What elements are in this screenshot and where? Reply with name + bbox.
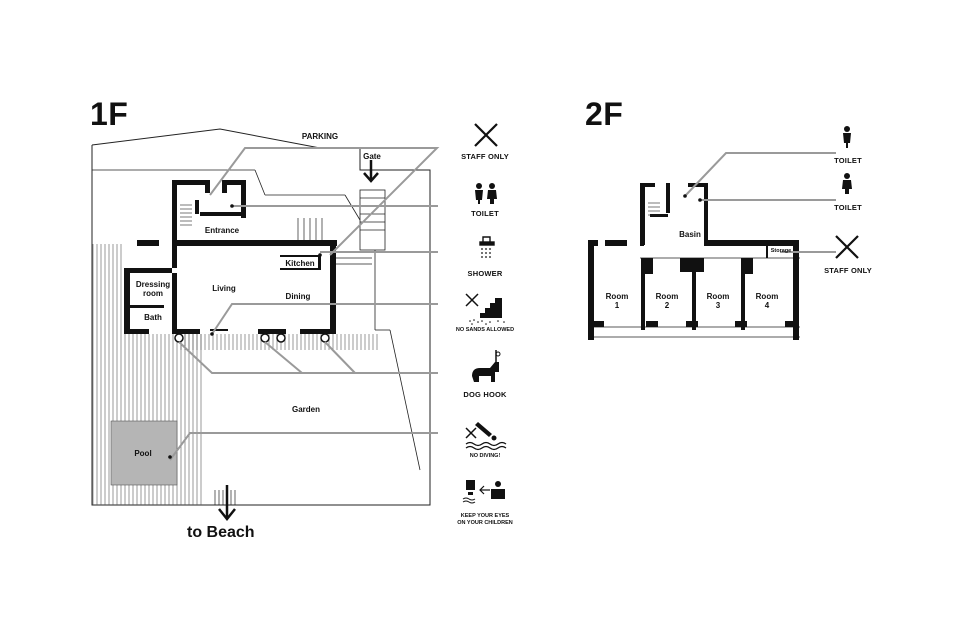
gate-arrow-icon — [363, 160, 379, 183]
label-dressing-room: Dressing room — [135, 280, 171, 299]
label-room-4: Room 4 — [755, 292, 779, 311]
label-living: Living — [212, 284, 236, 293]
label-bath: Bath — [144, 313, 162, 322]
legend-icons-1f — [462, 123, 507, 504]
leader-lines-1f — [169, 147, 440, 461]
label-storage: Storage — [770, 248, 792, 254]
no-diving-icon — [465, 422, 507, 451]
legend-2f-label-toilet-1: TOILET — [834, 156, 862, 165]
legend-label-watch-children: KEEP YOUR EYES ON YOUR CHILDREN — [457, 513, 513, 526]
floor-title-1f: 1F — [90, 96, 129, 132]
legend-label-no-diving: NO DIVING! — [469, 453, 501, 459]
label-parking: PARKING — [301, 132, 339, 141]
label-pool: Pool — [134, 449, 152, 458]
dog-hook-icon — [472, 350, 501, 382]
legend-label-shower: SHOWER — [467, 269, 503, 278]
toilet-icon — [843, 126, 851, 148]
dog-hook-markers — [174, 333, 330, 343]
entrance-stairs — [297, 218, 323, 242]
2f-walls — [588, 183, 799, 340]
staff-only-icon — [474, 123, 498, 147]
label-entrance: Entrance — [204, 226, 240, 235]
legend-label-toilet: TOILET — [471, 209, 499, 218]
staff-only-icon — [835, 235, 859, 259]
label-dining: Dining — [285, 292, 311, 301]
main-house-walls — [124, 240, 337, 334]
label-gate: Gate — [363, 152, 381, 161]
legend-2f-label-toilet-2: TOILET — [834, 203, 862, 212]
label-basin: Basin — [679, 230, 701, 239]
site-outline — [91, 128, 431, 506]
legend-label-dog-hook: DOG HOOK — [463, 390, 507, 399]
to-beach-arrow-icon — [218, 485, 236, 522]
watch-children-icon — [462, 480, 505, 504]
shower-icon — [479, 236, 495, 258]
no-sands-icon — [465, 293, 505, 325]
label-room-3: Room 3 — [706, 292, 730, 311]
floor-title-2f: 2F — [585, 96, 624, 132]
legend-label-staff-only: STAFF ONLY — [461, 152, 509, 161]
pool — [110, 420, 178, 486]
toilet-icon — [842, 173, 852, 194]
leader-lines-2f — [684, 152, 836, 253]
toilet-icon — [475, 183, 497, 204]
label-room-1: Room 1 — [605, 292, 629, 311]
legend-label-no-sands: NO SANDS ALLOWED — [455, 327, 515, 333]
label-garden: Garden — [291, 405, 320, 414]
label-room-2: Room 2 — [655, 292, 679, 311]
legend-icons-2f — [835, 126, 859, 259]
entrance-walls — [172, 180, 246, 244]
label-to-beach: to Beach — [187, 524, 255, 541]
label-kitchen: Kitchen — [285, 259, 315, 268]
legend-2f-label-staff-only: STAFF ONLY — [824, 266, 872, 275]
